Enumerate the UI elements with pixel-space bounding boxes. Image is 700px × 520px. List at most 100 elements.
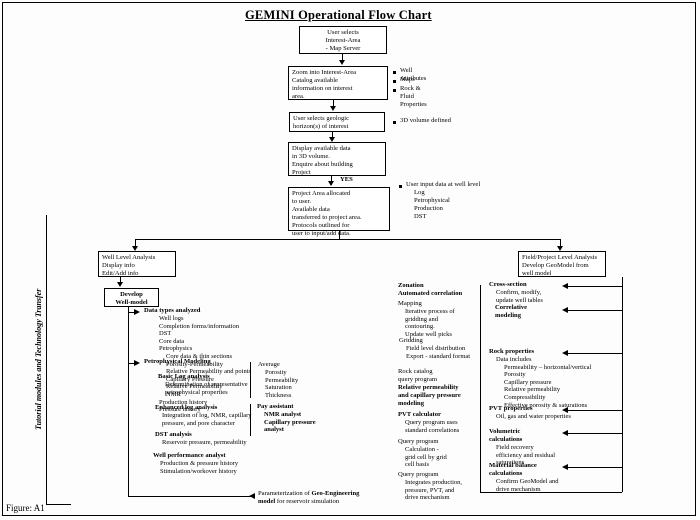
query2-item: pressure, PVT, and: [405, 486, 455, 494]
annotation-a2-0: 3D volume defined: [400, 117, 451, 124]
node2-line4: area.: [292, 93, 305, 100]
pay-head: Pay assistant: [257, 403, 294, 410]
node-develop-well-model[interactable]: Develop Well-model: [104, 288, 159, 307]
node-field-project-level-analysis[interactable]: Field/Project Level Analysis Develop Geo…: [518, 251, 606, 277]
node-zoom-into-interest-area[interactable]: Zoom into Interest-Area Catalog availabl…: [288, 66, 388, 100]
arrow-down-1: [339, 60, 345, 65]
node3-line2: horizon(s) of interest: [293, 123, 349, 130]
rock-properties-line: Capillary pressure: [504, 378, 552, 386]
arrow-down-4: [328, 181, 334, 186]
cross-section-line: update well tables: [496, 296, 543, 304]
list-item: Relative Permeability: [166, 383, 223, 391]
rock-catalog-line: Relative permeability: [398, 384, 459, 391]
query1-head: Query program: [398, 438, 439, 445]
well-box-line3: Edit/Add info: [102, 270, 139, 277]
field-box-line3: well model: [522, 270, 552, 277]
mapping-item: Update well picks: [405, 330, 452, 338]
arrow-down-develop: [117, 282, 123, 287]
page-title: GEMINI Operational Flow Chart: [245, 8, 432, 22]
rock-properties-line: Relative permeability: [504, 386, 561, 394]
node4-line1: Display available data: [292, 145, 351, 152]
list-item: Core data & thin sections: [166, 352, 233, 360]
well-box-line1: Well Level Analysis: [102, 254, 156, 261]
average-item: Permeability: [265, 376, 299, 384]
label-yes: YES: [340, 176, 353, 183]
material-balance-line: Confirm GeoModel and: [496, 478, 559, 485]
average-item: Thickness: [265, 391, 292, 399]
mapping-item: Iterative process of: [405, 308, 455, 315]
average-item: Saturation: [265, 384, 292, 392]
node-display-available-data[interactable]: Display available data in 3D volume. Enq…: [288, 142, 386, 176]
rock-properties-line: Compressibility: [504, 393, 546, 401]
node-project-area-allocated[interactable]: Project Area allocated to user. Availabl…: [288, 187, 390, 237]
group-cross-section: Cross-section Confirm, modify, update we…: [489, 281, 543, 304]
side-label-rule-bottom: [46, 504, 71, 505]
annotation-a1-2: Rock & Fluid Properties: [400, 85, 427, 108]
gridding-item: Export - standard format: [406, 352, 471, 360]
rock-catalog-line: Rock catalog: [398, 368, 433, 375]
group-material-balance: Material balance calculations Confirm Ge…: [489, 462, 558, 493]
field-box-line2: Develop GeoModel from: [522, 262, 589, 269]
annotation-a3-0: Log: [414, 189, 425, 196]
cross-section-line: Confirm, modify,: [496, 289, 542, 296]
node-user-selects-geologic-horizons[interactable]: User selects geologic horizon(s) of inte…: [289, 112, 385, 132]
correlative-head: Correlative: [495, 304, 528, 311]
material-balance-head: Material balance: [489, 462, 537, 469]
pvt-calc-item: standard correlations: [405, 426, 460, 434]
arrow-right-data-types: [134, 309, 140, 315]
annotation-a1-0: Well Attributes: [400, 67, 427, 82]
list-item: Completion forms/information: [159, 322, 239, 330]
footer-line2-bold: model: [258, 498, 276, 505]
node-well-level-analysis[interactable]: Well Level Analysis Display info Edit/Ad…: [98, 251, 176, 277]
rock-catalog-line: query program: [398, 376, 437, 383]
tool-pay-assistant: Pay assistant NMR analyst Capillary pres…: [257, 403, 316, 434]
bullet-icon: [393, 71, 396, 74]
list-item: Capillary Pressure: [166, 375, 214, 383]
well-branch-spine-bottom: [128, 496, 253, 497]
group-correlative-modeling: Correlative modeling: [495, 304, 527, 320]
cross-section-head: Cross-section: [489, 281, 527, 288]
group-head: Enhanced log analysis: [155, 404, 218, 411]
connector-cross-section: [568, 286, 622, 287]
volumetric-head: Volumetric: [489, 428, 521, 435]
annotation-a3-2: Production: [414, 205, 443, 212]
node2-line3: information on interest: [292, 85, 353, 92]
annotation-user-input-well-level: User input data at well level Log Petrop…: [399, 181, 480, 221]
node1-line3: - Map Server: [325, 45, 361, 52]
pvt-properties-head: PVT properties: [489, 405, 533, 412]
group-query-program-production: Query program Integrates production, pre…: [398, 471, 462, 502]
zonation-sub: Automated correlation: [398, 290, 463, 297]
bullet-icon: [393, 89, 396, 92]
develop-line2: Well-model: [115, 299, 148, 306]
list-item: Production history: [159, 398, 208, 406]
tool-average: Average Porosity Permeability Saturation…: [258, 361, 298, 399]
annotation-a3-head: User input data at well level: [406, 181, 481, 188]
node-user-selects-interest-area[interactable]: User selects Interest-Area - Map Server: [299, 26, 387, 54]
annotation-a1-1: Maps: [400, 76, 415, 83]
query2-head: Query program: [398, 471, 439, 478]
node5-line2: to user.: [292, 198, 312, 205]
gridding-head: Gridding: [399, 337, 423, 344]
group-basic-log-analysis: Basic Log analysis Determination of repr…: [158, 373, 248, 396]
bus-horizontal: [135, 239, 560, 240]
bullet-icon: [393, 121, 396, 124]
list-item: Petrophysics: [159, 345, 193, 353]
arrow-down-2: [330, 106, 336, 111]
footer-parameterization: Parameterization of Geo-Engineering mode…: [258, 490, 458, 506]
connector-2: [333, 100, 334, 109]
rock-properties-line: Data includes: [496, 356, 532, 363]
node5-line6: user to input/add data.: [292, 230, 351, 237]
group-head: DST analysis: [155, 431, 192, 438]
node2-line2: Catalog available: [292, 77, 338, 84]
field-box-line1: Field/Project Level Analysis: [522, 254, 598, 261]
side-label-tutorial-modules: Tutorial modules and Technology Transfer: [34, 288, 43, 430]
tools-divider-top: [250, 362, 251, 398]
group-well-performance-analyst: Well performance analyst Production & pr…: [153, 452, 238, 475]
connector-data-types: [128, 312, 136, 313]
connector-petrophysical-modeling: [128, 363, 136, 364]
pvt-calc-head: PVT calculator: [398, 411, 441, 418]
group-line: petrophysical properties: [165, 388, 228, 396]
group-line: Reservoir pressure, permeability: [162, 439, 247, 446]
volumetric-line: efficiency and residual: [496, 451, 556, 459]
query1-item: grid cell by grid: [405, 453, 447, 461]
